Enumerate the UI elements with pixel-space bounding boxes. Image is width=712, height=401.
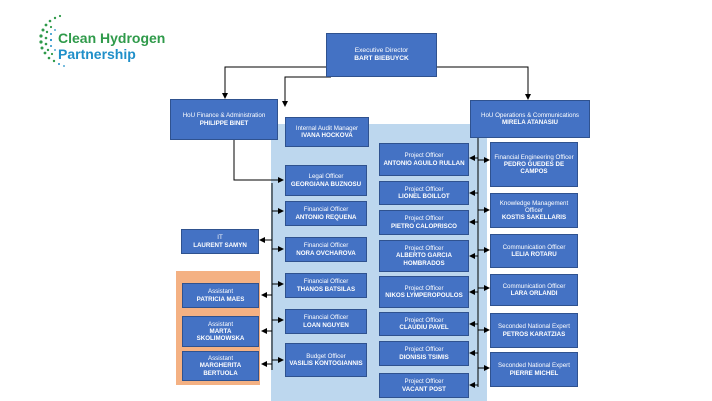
staff-role: Communication Officer (502, 243, 566, 251)
staff-name: LELIA ROTARU (511, 251, 557, 258)
officer-role: Project Officer (404, 346, 444, 354)
staff-name: ANTONIO REQUENA (295, 213, 357, 221)
assistant-name: PATRICIA MAES (196, 295, 245, 303)
officer-name: CLAUDIU PAVEL (399, 324, 449, 331)
assistant-role: Assistant (207, 288, 234, 296)
officer-role: Project Officer (404, 316, 444, 324)
staff-name: NORA OVCHAROVA (296, 249, 356, 257)
officer-role: Project Officer (404, 152, 444, 160)
operations-staff-box: Knowledge Management Officer KOSTIS SAKE… (490, 193, 578, 228)
it-box: IT LAURENT SAMYN (181, 229, 259, 254)
operations-staff-box: Communication Officer LARA ORLANDI (490, 274, 578, 306)
operations-staff-box: Communication Officer LELIA ROTARU (490, 234, 578, 268)
assistant-box: Assistant PATRICIA MAES (182, 283, 259, 308)
staff-name: LARA ORLANDI (510, 290, 558, 297)
staff-role: Knowledge Management Officer (499, 199, 569, 214)
staff-role: Communication Officer (502, 282, 566, 290)
project-officer-box: Project Officer VACANT POST (379, 373, 469, 398)
finance-staff-box: Financial Officer ANTONIO REQUENA (285, 201, 367, 226)
assistant-box: Assistant MARTA SKOLIMOWSKA (182, 316, 259, 347)
officer-name: ALBERTO GARCIA HOMBRADOS (396, 252, 452, 267)
officer-name: VACANT POST (402, 385, 446, 393)
staff-role: Financial Officer (303, 206, 349, 214)
officer-name: PIETRO CALOPRISCO (390, 222, 457, 230)
staff-name: GEORGIANA BUZNOSU (290, 180, 362, 188)
staff-name: VASILIS KONTOGIANNIS (289, 360, 363, 367)
project-officer-box: Project Officer DIONISIS TSIMIS (379, 341, 469, 366)
operations-head-name: MIRELA ATANASIU (501, 119, 559, 126)
operations-head-box: HoU Operations & Communications MIRELA A… (470, 100, 590, 138)
finance-staff-box: Legal Officer GEORGIANA BUZNOSU (285, 165, 367, 196)
staff-name: PIERRE MICHEL (509, 369, 559, 377)
operations-staff-box: Seconded National Expert PETROS KARATZIA… (490, 313, 578, 348)
officer-name: NIKOS LYMPEROPOULOS (385, 292, 463, 299)
staff-role: Seconded National Expert (498, 323, 570, 331)
finance-head-role: HoU Finance & Administration (182, 112, 266, 120)
executive-role: Executive Director (354, 47, 409, 55)
project-officer-box: Project Officer LIONEL BOILLOT (379, 181, 469, 205)
finance-head-name: PHILIPPE BINET (199, 119, 249, 127)
audit-role: Internal Audit Manager (295, 124, 359, 132)
internal-audit-box: Internal Audit Manager IVANA HOCKOVA (285, 117, 369, 147)
staff-name: PEDRO GUEDES DE CAMPOS (503, 160, 565, 176)
staff-role: Legal Officer (308, 173, 344, 181)
staff-role: Seconded National Expert (498, 362, 570, 370)
finance-staff-box: Financial Officer NORA OVCHAROVA (285, 237, 367, 262)
audit-name: IVANA HOCKOVA (301, 132, 353, 139)
logo-title: Clean Hydrogen (58, 30, 166, 46)
project-officer-box: Project Officer ALBERTO GARCIA HOMBRADOS (379, 240, 469, 272)
operations-staff-box: Seconded National Expert PIERRE MICHEL (490, 352, 578, 387)
officer-role: Project Officer (404, 245, 444, 253)
staff-role: Budget Officer (306, 352, 346, 360)
staff-role: Financial Officer (303, 278, 349, 286)
staff-role: Financial Engineering Officer (494, 153, 574, 161)
assistant-box: Assistant MARGHERITA BERTUOLA (182, 351, 259, 381)
officer-name: LIONEL BOILLOT (398, 193, 450, 200)
staff-role: Financial Officer (303, 314, 349, 322)
officer-role: Project Officer (404, 215, 444, 223)
it-role: IT (217, 234, 223, 242)
project-officer-box: Project Officer NIKOS LYMPEROPOULOS (379, 276, 469, 308)
assistant-name: MARGHERITA BERTUOLA (199, 362, 242, 377)
officer-role: Project Officer (404, 378, 444, 386)
assistant-role: Assistant (207, 320, 234, 328)
finance-staff-box: Financial Officer LOAN NGUYEN (285, 309, 367, 334)
project-officer-box: Project Officer ANTONIO AGUILO RULLAN (379, 143, 469, 176)
finance-head-box: HoU Finance & Administration PHILIPPE BI… (170, 99, 278, 140)
staff-name: KOSTIS SAKELLARIS (501, 214, 567, 222)
project-officer-box: Project Officer PIETRO CALOPRISCO (379, 210, 469, 235)
project-officer-box: Project Officer CLAUDIU PAVEL (379, 312, 469, 336)
finance-staff-box: Budget Officer VASILIS KONTOGIANNIS (285, 343, 367, 377)
operations-staff-box: Financial Engineering Officer PEDRO GUED… (490, 142, 578, 187)
it-name: LAURENT SAMYN (193, 241, 247, 249)
executive-name: BART BIEBUYCK (354, 55, 409, 62)
finance-staff-box: Financial Officer THANOS BATSILAS (285, 273, 367, 298)
staff-role: Financial Officer (303, 242, 349, 250)
assistant-role: Assistant (207, 355, 234, 363)
officer-role: Project Officer (404, 185, 444, 193)
staff-name: PETROS KARATZIAS (502, 330, 566, 338)
assistant-name: MARTA SKOLIMOWSKA (196, 327, 245, 343)
logo-dots-icon (39, 14, 65, 67)
staff-name: LOAN NGUYEN (303, 321, 349, 329)
executive-director-box: Executive Director BART BIEBUYCK (326, 33, 437, 77)
staff-name: THANOS BATSILAS (296, 285, 356, 293)
operations-head-role: HoU Operations & Communications (480, 111, 579, 119)
officer-role: Project Officer (404, 284, 444, 292)
officer-name: ANTONIO AGUILO RULLAN (383, 159, 465, 167)
logo-subtitle: Partnership (58, 46, 136, 62)
officer-name: DIONISIS TSIMIS (399, 353, 449, 361)
